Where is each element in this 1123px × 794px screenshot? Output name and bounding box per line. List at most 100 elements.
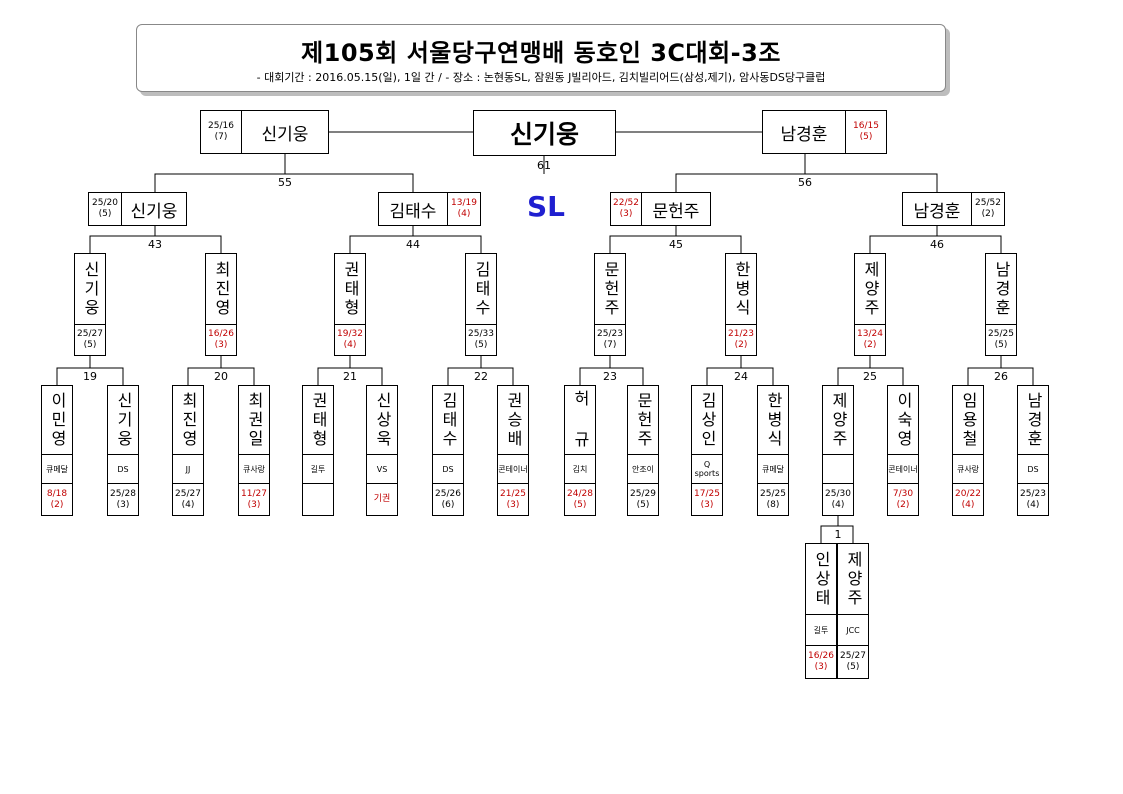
player-score: 11/27(3) <box>238 483 270 516</box>
inning-value: (4) <box>1026 499 1040 510</box>
bracket-connector <box>820 525 854 543</box>
player-club <box>822 454 854 484</box>
score-value: 25/33 <box>468 329 494 339</box>
score-value: 19/32 <box>337 329 363 339</box>
bracket-connector <box>706 367 774 385</box>
player-club: DS <box>432 454 464 484</box>
inning-value: (5) <box>573 499 587 510</box>
match-number: 44 <box>406 238 420 251</box>
player-score: 16/26(3) <box>805 645 837 679</box>
score-value: 25/23 <box>1020 488 1046 499</box>
player-club: 큐사랑 <box>952 454 984 484</box>
player-club: JJ <box>172 454 204 484</box>
semi-left-score: 22/52(3) <box>610 192 642 226</box>
score-value: 25/29 <box>630 488 656 499</box>
player-name: 한병식 <box>725 253 757 325</box>
score-value: 20/22 <box>955 488 981 499</box>
player-score: 25/27(5) <box>837 645 869 679</box>
inning-value: (4) <box>961 499 975 510</box>
inning-value: (6) <box>441 499 455 510</box>
player-score: 25/33(5) <box>465 324 497 356</box>
score-value: 25/27 <box>175 488 201 499</box>
player-score: 19/32(4) <box>334 324 366 356</box>
inning-value: (5) <box>636 499 650 510</box>
player-club: VS <box>366 454 398 484</box>
inning-value: (3) <box>506 499 520 510</box>
score-value: 21/23 <box>728 329 754 339</box>
bracket-connector <box>317 367 383 385</box>
score-value: 17/25 <box>694 488 720 499</box>
player-score: 8/18(2) <box>41 483 73 516</box>
score-value: 25/27 <box>77 329 103 339</box>
score-value: 25/16 <box>208 121 234 131</box>
inning-value: (3) <box>619 209 633 219</box>
player-club: 안조이 <box>627 454 659 484</box>
inning-value: (2) <box>863 340 877 350</box>
match-number: 23 <box>603 370 617 383</box>
player-club: 김치 <box>564 454 596 484</box>
player-name: 신기웅 <box>473 110 616 156</box>
player-name: 허 규 <box>564 385 596 455</box>
inning-value: (4) <box>457 209 471 219</box>
inning-value: (7) <box>214 132 228 142</box>
player-score: 21/25(3) <box>497 483 529 516</box>
player-name: 남경훈 <box>1017 385 1049 455</box>
player-name: 김태수 <box>378 192 448 226</box>
score-value: 8/18 <box>46 488 68 499</box>
semi-left-score: 25/20(5) <box>88 192 122 226</box>
score-value: 16/26 <box>208 329 234 339</box>
player-score: 24/28(5) <box>564 483 596 516</box>
bracket-connector <box>579 367 644 385</box>
player-score: 25/30(4) <box>822 483 854 516</box>
inning-value: (3) <box>247 499 261 510</box>
score-value: 25/52 <box>975 198 1001 208</box>
inning-value: (5) <box>859 132 873 142</box>
bracket-connector <box>154 173 414 192</box>
player-club: 큐메달 <box>757 454 789 484</box>
bracket-connector <box>869 235 1002 253</box>
score-value: 25/25 <box>988 329 1014 339</box>
player-name: 신상욱 <box>366 385 398 455</box>
player-score: 기권 <box>366 483 398 516</box>
match-number: 45 <box>669 238 683 251</box>
bracket-connector <box>56 367 124 385</box>
venue-label: SL <box>527 190 566 223</box>
player-name: 신기웅 <box>121 192 187 226</box>
player-name: 김태수 <box>432 385 464 455</box>
semi-right-score: 25/52(2) <box>971 192 1005 226</box>
score-value: 7/30 <box>892 488 914 499</box>
inning-value: (2) <box>734 340 748 350</box>
header-panel: 제105회 서울당구연맹배 동호인 3C대회-3조 - 대회기간 : 2016.… <box>136 24 946 92</box>
inning-value: (2) <box>50 499 64 510</box>
score-value: 25/26 <box>435 488 461 499</box>
match-number: 1 <box>834 528 842 541</box>
player-score: 20/22(4) <box>952 483 984 516</box>
inning-value: (8) <box>766 499 780 510</box>
match-number: 56 <box>798 176 812 189</box>
player-club: 큐메달 <box>41 454 73 484</box>
player-score: 25/28(3) <box>107 483 139 516</box>
player-name: 권태형 <box>302 385 334 455</box>
player-club: 길투 <box>302 454 334 484</box>
inning-value: (4) <box>343 340 357 350</box>
score-value: 25/28 <box>110 488 136 499</box>
match-number: 20 <box>214 370 228 383</box>
player-name: 신기웅 <box>74 253 106 325</box>
inning-value: (5) <box>994 340 1008 350</box>
player-club: 콘테이너 <box>497 454 529 484</box>
player-score: 25/23(7) <box>594 324 626 356</box>
match-number: 21 <box>343 370 357 383</box>
player-name: 남경훈 <box>985 253 1017 325</box>
player-score: 13/24(2) <box>854 324 886 356</box>
score-value: 25/23 <box>597 329 623 339</box>
player-name: 최진영 <box>205 253 237 325</box>
score-value: 기권 <box>373 494 391 504</box>
score-value: 13/19 <box>451 198 477 208</box>
player-score: 25/23(4) <box>1017 483 1049 516</box>
player-club: Q sports <box>691 454 723 484</box>
inning-value: (7) <box>603 340 617 350</box>
inning-value: (5) <box>98 209 112 219</box>
player-name: 문헌주 <box>641 192 711 226</box>
bracket-connector <box>89 235 222 253</box>
